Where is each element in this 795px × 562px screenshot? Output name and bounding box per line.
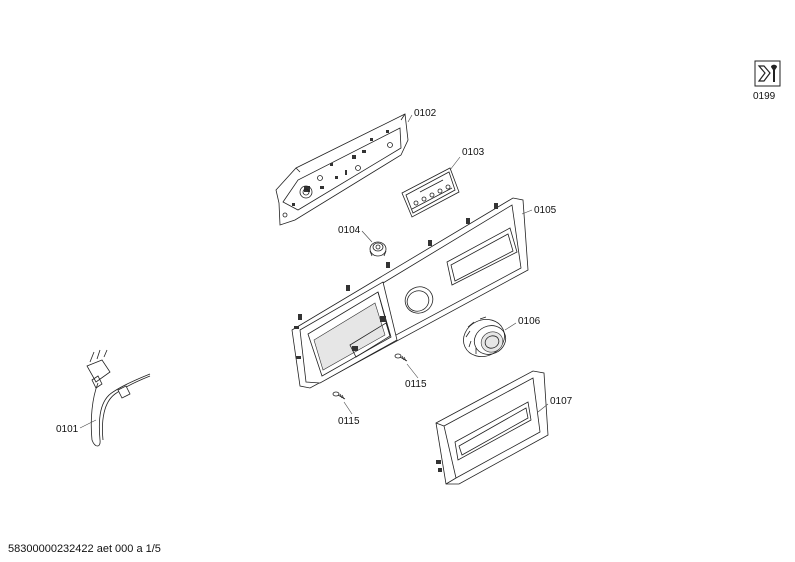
callout-label-0115-upper: 0115: [405, 379, 427, 390]
callout-label-0199: 0199: [753, 91, 776, 102]
selector-knob-part[interactable]: [457, 313, 510, 363]
callout-label-0106: 0106: [518, 316, 541, 327]
callout-label-0107: 0107: [550, 396, 573, 407]
callout-label-0101: 0101: [56, 424, 79, 435]
callout-label-0105: 0105: [534, 205, 557, 216]
control-panel-fascia-part[interactable]: [291, 197, 529, 389]
drawer-handle-part[interactable]: [435, 370, 549, 485]
callout-label-0115-lower: 0115: [338, 416, 360, 427]
service-wrench-icon[interactable]: [754, 60, 781, 87]
screw-part-upper[interactable]: [394, 353, 408, 362]
control-board-part[interactable]: [275, 113, 409, 226]
keypad-board-part[interactable]: [401, 167, 460, 218]
light-guide-part[interactable]: [369, 241, 387, 257]
document-footer-id: 58300000232422 aet 000 a 1/5: [8, 543, 161, 555]
callout-label-0104: 0104: [338, 225, 361, 236]
power-cord-part[interactable]: [86, 349, 151, 447]
callout-label-0102: 0102: [414, 108, 437, 119]
callout-label-0103: 0103: [462, 147, 485, 158]
screw-part-lower[interactable]: [332, 391, 346, 400]
